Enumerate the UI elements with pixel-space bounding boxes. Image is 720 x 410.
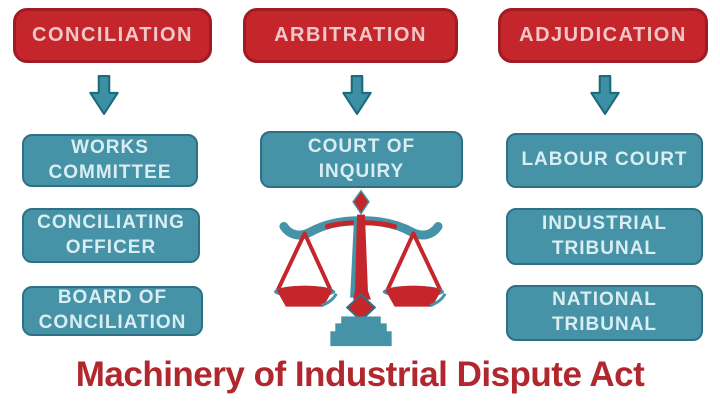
labour-court-box: LABOUR COURT: [506, 133, 703, 188]
court-of-inquiry-box: COURT OF INQUIRY: [260, 131, 463, 188]
works-committee-box: WORKS COMMITTEE: [22, 134, 198, 187]
down-arrow-icon: [342, 75, 372, 115]
industrial-tribunal-box: INDUSTRIAL TRIBUNAL: [506, 208, 703, 265]
conciliation-header-box: CONCILIATION: [13, 8, 212, 63]
national-tribunal-box: NATIONAL TRIBUNAL: [506, 285, 703, 341]
page-title: Machinery of Industrial Dispute Act: [75, 355, 645, 394]
scales-of-justice-icon: [273, 189, 447, 347]
down-arrow-icon: [89, 75, 119, 115]
down-arrow-icon: [590, 75, 620, 115]
conciliating-officer-box: CONCILIATING OFFICER: [22, 208, 200, 263]
arbitration-header-box: ARBITRATION: [243, 8, 458, 63]
adjudication-header-box: ADJUDICATION: [498, 8, 708, 63]
board-of-conciliation-box: BOARD OF CONCILIATION: [22, 286, 203, 336]
